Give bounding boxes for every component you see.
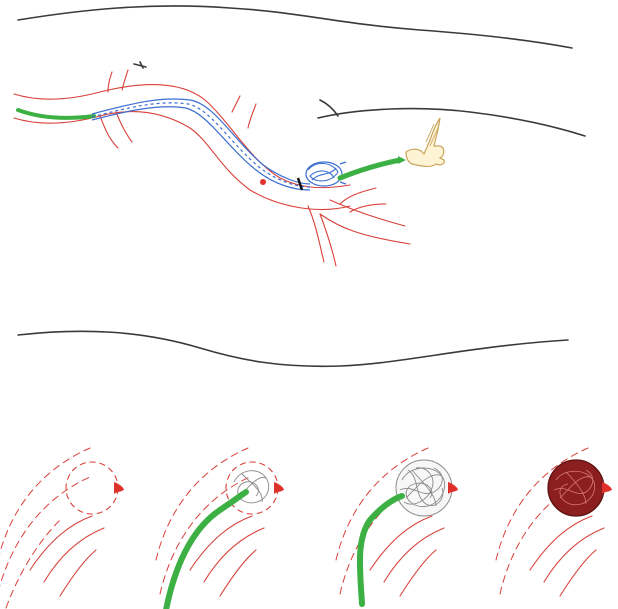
coil-deployment-device xyxy=(306,162,346,186)
hand-icon xyxy=(406,118,444,166)
panel-coils-filling xyxy=(336,448,458,604)
panel-empty-aneurysm xyxy=(0,448,124,608)
small-mark xyxy=(134,62,146,68)
panel-catheter-entering xyxy=(156,448,284,609)
marker-ring xyxy=(298,178,302,190)
catheter-green-2 xyxy=(360,496,402,604)
skin-contour-shoulder xyxy=(320,100,338,116)
bleed-point-icon xyxy=(260,179,266,185)
skin-contour-middle xyxy=(18,331,568,366)
panel-aneurysm-occluded xyxy=(496,448,612,596)
aneurysm-sac xyxy=(66,462,118,514)
catheter-green xyxy=(166,492,246,609)
occluded-sac xyxy=(548,460,604,516)
skin-contour-lower xyxy=(318,109,585,136)
artery xyxy=(14,70,410,266)
guide-wire-proximal xyxy=(18,110,94,118)
guide-wire-handle xyxy=(340,160,400,178)
top-panel xyxy=(14,6,585,266)
skin-contour-upper xyxy=(18,6,572,48)
wire-tip xyxy=(398,156,406,164)
